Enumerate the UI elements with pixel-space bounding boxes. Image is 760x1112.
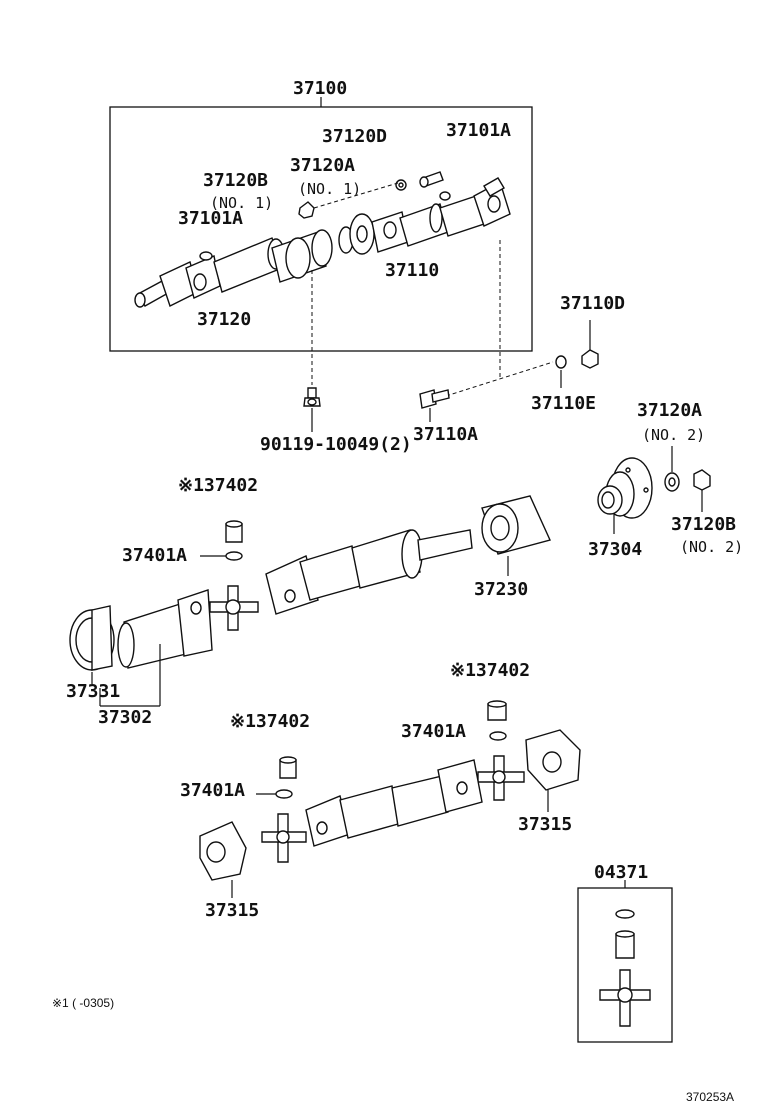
figure-code: 370253A [686, 1090, 735, 1104]
slip-yoke-37302-icon [117, 589, 213, 669]
label-37120A-no1-sub: (NO. 1) [298, 180, 362, 198]
label-37401A-c: 37401A [180, 780, 246, 801]
label-37302: 37302 [98, 707, 153, 728]
yoke-flange-37315-right-icon [525, 729, 581, 791]
kit-snap-ring-icon [615, 909, 635, 919]
label-37110A: 37110A [413, 424, 479, 445]
label-37120A-no1: 37120A [290, 155, 356, 176]
label-04371: 04371 [594, 862, 649, 883]
propeller-shaft-front-icon [265, 529, 473, 615]
label-37120B-no1-sub: (NO. 1) [210, 194, 274, 212]
universal-joint-spider-c-icon [261, 813, 307, 863]
label-37401A-a: 37401A [122, 545, 188, 566]
bolt-icon [419, 171, 444, 188]
label-37402-b: ※137402 [450, 660, 531, 681]
label-37100: 37100 [293, 78, 348, 99]
label-37120: 37120 [197, 309, 252, 330]
propeller-shaft-assembly-icon [134, 177, 511, 308]
label-37402-c: ※137402 [230, 711, 311, 732]
label-37101A-left: 37101A [178, 208, 244, 229]
label-37120A-no2: 37120A [637, 400, 703, 421]
label-37120A-no2-sub: (NO. 2) [642, 426, 706, 444]
bearing-37331-icon [69, 605, 115, 671]
nut-no2-icon [693, 469, 711, 491]
label-37120D: 37120D [322, 126, 388, 147]
label-37110D: 37110D [560, 293, 626, 314]
yoke-flange-37315-left-icon [199, 821, 247, 881]
universal-joint-spider-b-icon [477, 755, 525, 801]
snap-ring-icon [225, 551, 243, 561]
label-37120B-no2: 37120B [671, 514, 737, 535]
label-37120B-no1: 37120B [203, 170, 269, 191]
label-37315-right: 37315 [518, 814, 573, 835]
label-37304: 37304 [588, 539, 643, 560]
bolt-90119-icon [303, 387, 321, 407]
label-37120B-no2-sub: (NO. 2) [680, 538, 744, 556]
center-bearing-37230-icon [481, 495, 551, 555]
kit-spider-icon [599, 969, 651, 1027]
flange-37304-icon [597, 457, 653, 519]
label-37401A-b: 37401A [401, 721, 467, 742]
washer-37110E-icon [555, 355, 567, 369]
nut-icon [298, 201, 315, 219]
label-37110E: 37110E [531, 393, 597, 414]
universal-joint-spider-icon [209, 585, 259, 631]
propeller-shaft-rear-icon [305, 759, 483, 847]
label-37402-a: ※137402 [178, 475, 259, 496]
label-90119: 90119-10049(2) [260, 434, 412, 455]
footnote: ※1 ( -0305) [52, 996, 115, 1010]
label-37315-left: 37315 [205, 900, 260, 921]
label-37230: 37230 [474, 579, 529, 600]
label-37331: 37331 [66, 681, 121, 702]
nut-37110D-icon [581, 349, 599, 369]
washer-icon [395, 179, 407, 191]
dust-seal-icon [199, 191, 451, 261]
bolt-37110A-icon [419, 389, 450, 409]
label-37110: 37110 [385, 260, 440, 281]
label-37101A-top: 37101A [446, 120, 512, 141]
